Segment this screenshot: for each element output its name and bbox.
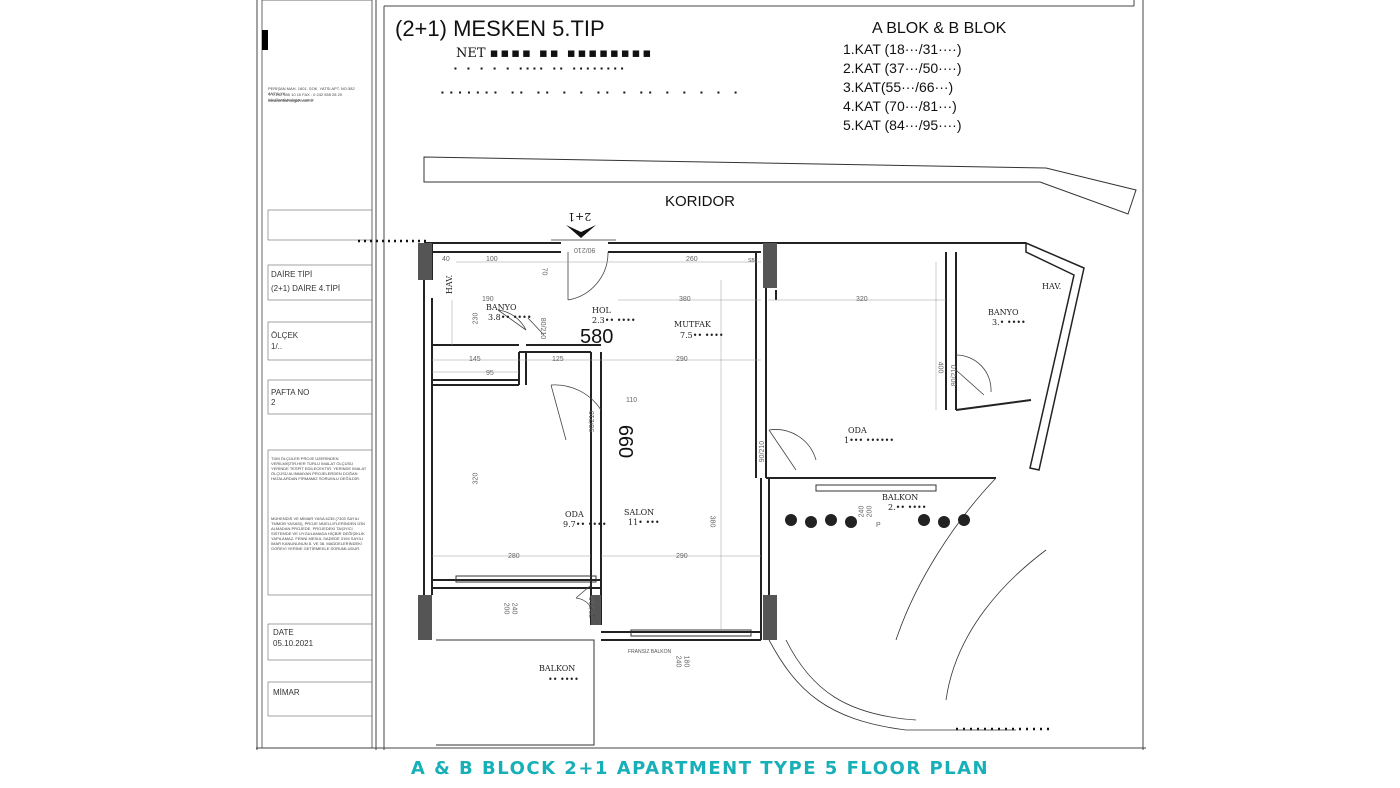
door-90-210-b: 90/210 (589, 410, 597, 433)
dimension-240-c: 240 (674, 655, 682, 668)
room-banyo-2: BANYO (988, 308, 1019, 317)
room-banyo-1-area: 3.8•• •••• (488, 313, 532, 322)
dimension-400: 400 (936, 361, 944, 374)
door-90-210-a: 90/210 (574, 246, 596, 253)
blocks-title: A BLOK & B BLOK (872, 20, 1007, 37)
pafta-label: PAFTA NO (271, 388, 310, 397)
dimension-145: 145 (469, 356, 481, 363)
daire-tipi-value: (2+1) DAİRE 4.TİPİ (271, 284, 341, 293)
hav-label-2: HAV. (1042, 282, 1062, 291)
dimension-125: 125 (552, 356, 564, 363)
room-balkon-1: BALKON (539, 664, 576, 673)
room-salon: SALON (624, 508, 655, 517)
net-area-dots: ▪ ▪ ▪ ▪ ▪ ▪▪▪▪ ▪▪ ▪▪▪▪▪▪▪▪ (454, 64, 628, 73)
dimension-190: 190 (482, 296, 494, 303)
dimension-290-a: 290 (676, 356, 688, 363)
door-70-210: 70/210 (589, 596, 597, 619)
floor-2: 2.KAT (37···/50····) (843, 60, 962, 76)
mimar-label: MİMAR (273, 688, 300, 697)
room-oda-2-area: 1••• •••••• (844, 436, 895, 445)
door-80-210-b: 80/210 (951, 364, 959, 387)
date-value: 05.10.2021 (273, 639, 314, 648)
dimension-95: 95 (486, 370, 494, 377)
dimension-200-a: 200 (502, 602, 510, 615)
floor-list: 1.KAT (18···/31····) 2.KAT (37···/50····… (843, 40, 962, 135)
dimension-240-b: 240 (858, 505, 866, 518)
disclaimer-note-1: TÜM ÖLÇÜLER PROJE ÜZERİNDEN VERİLMİŞTİR.… (271, 456, 367, 481)
office-address: PERİŞAN MAH. 1601. SOK. YATSI APT. NO:38… (268, 86, 355, 96)
dimension-260: 260 (686, 256, 698, 263)
pafta-value: 2 (271, 398, 276, 407)
floor-plan-drawing (256, 0, 1146, 750)
room-oda-2: ODA (848, 426, 867, 435)
dimension-200-b: 200 (866, 505, 874, 518)
room-hol: HOL (592, 306, 611, 315)
dimension-240-a: 240 (510, 602, 518, 615)
hav-label-1: HAV. (445, 274, 455, 295)
office-website: www.serkandogan.com.tr (268, 98, 313, 103)
sbt-label: SBT (748, 258, 758, 264)
olcek-label: ÖLÇEK (271, 331, 299, 340)
floor-1: 1.KAT (18···/31····) (843, 41, 962, 57)
dimension-380-a: 380 (679, 296, 691, 303)
plan-title: (2+1) MESKEN 5.TIP (395, 16, 605, 41)
room-oda-1: ODA (565, 510, 584, 519)
dimension-180: 180 (682, 655, 690, 668)
dimension-660: 660 (614, 424, 637, 459)
koridor-label: KORIDOR (665, 193, 736, 210)
gross-area-dots: ▪▪▪▪▪▪▪ ▪▪ ▪▪ ▪ ▪ ▪▪ ▪ ▪▪ ▪ ▪ ▪ ▪ ▪ (441, 88, 743, 97)
dimension-70: 70 (540, 267, 548, 276)
office-contact: T: 0 242 555 10 10 FAX : 0 242 555 28 20… (268, 92, 343, 102)
dimension-320-b: 320 (472, 472, 480, 485)
room-balkon-1-area: •• •••• (548, 675, 579, 684)
drawing-sheet: PERİŞAN MAH. 1601. SOK. YATSI APT. NO:38… (256, 0, 1146, 750)
room-balkon-2-area: 2.•• •••• (888, 503, 927, 512)
door-90-210-c: 90/210 (759, 440, 767, 463)
plan-caption: A & B BLOCK 2+1 APARTMENT TYPE 5 FLOOR P… (410, 758, 990, 779)
dimension-110: 110 (626, 397, 638, 404)
dimension-230: 230 (472, 312, 480, 325)
dimension-290-b: 290 (676, 553, 688, 560)
date-label: DATE (273, 628, 294, 637)
dimension-380-b: 380 (708, 515, 716, 528)
fransiz-balkon-label: FRANSIZ BALKON (628, 649, 672, 655)
disclaimer-note-2: MÜHENDİS VE MİMAR YASA 6235 (7303 SAYILI… (271, 516, 365, 551)
olcek-value: 1/.. (271, 342, 283, 351)
dimension-100: 100 (486, 256, 498, 263)
room-banyo-1: BANYO (486, 303, 517, 312)
dimension-320-a: 320 (856, 296, 868, 303)
room-oda-1-area: 9.7•• •••• (563, 520, 607, 529)
room-salon-area: 11• ••• (628, 518, 660, 527)
room-mutfak-area: 7.5•• •••• (680, 331, 724, 340)
entry-mark: 2+1 (568, 210, 592, 223)
dimension-580: 580 (580, 326, 614, 348)
floor-3: 3.KAT(55···/66···) (843, 79, 954, 95)
floor-4: 4.KAT (70···/81···) (843, 98, 957, 114)
net-label: NET ▪▪▪▪ ▪▪ ▪▪▪▪▪▪▪▪ (456, 46, 654, 61)
daire-tipi-label: DAİRE TİPİ (271, 270, 313, 279)
dimension-p: P (876, 522, 881, 529)
room-hol-area: 2.3•• •••• (592, 316, 636, 325)
room-banyo-2-area: 3.• •••• (992, 318, 1026, 327)
floor-5: 5.KAT (84···/95····) (843, 117, 962, 133)
dimension-280: 280 (508, 553, 520, 560)
room-mutfak: MUTFAK (674, 320, 711, 329)
room-balkon-2: BALKON (882, 493, 919, 502)
door-80-210-a: 80/210 (539, 317, 547, 340)
dimension-40: 40 (442, 256, 450, 263)
